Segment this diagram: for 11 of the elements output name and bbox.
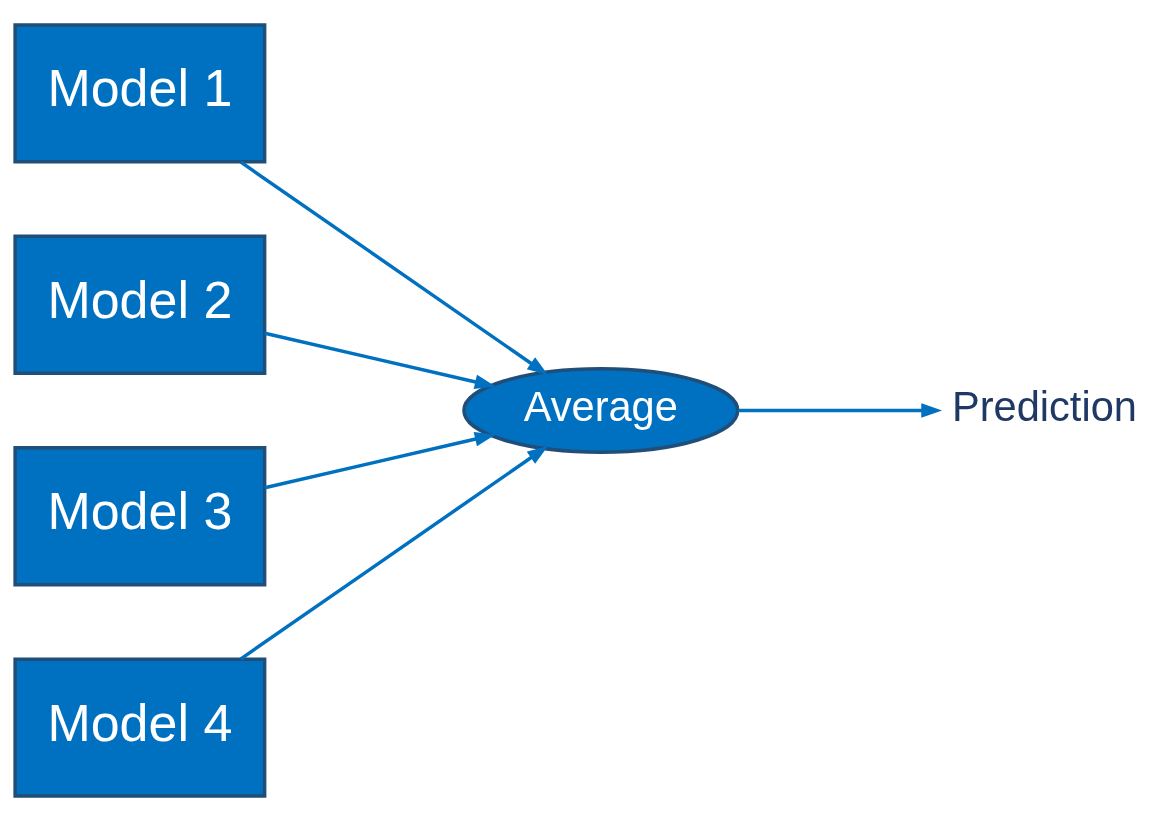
arrow bbox=[264, 331, 496, 389]
node-box: Model 3 bbox=[13, 446, 267, 587]
node-box: Model 4 bbox=[13, 657, 267, 798]
arrow bbox=[239, 160, 549, 376]
arrow bbox=[264, 432, 496, 490]
node-text: Prediction bbox=[952, 383, 1137, 431]
arrow bbox=[738, 403, 943, 418]
node-box: Model 1 bbox=[13, 23, 267, 164]
node-box: Model 2 bbox=[13, 234, 267, 375]
node-ellipse: Average bbox=[462, 367, 740, 454]
arrow bbox=[239, 445, 549, 661]
